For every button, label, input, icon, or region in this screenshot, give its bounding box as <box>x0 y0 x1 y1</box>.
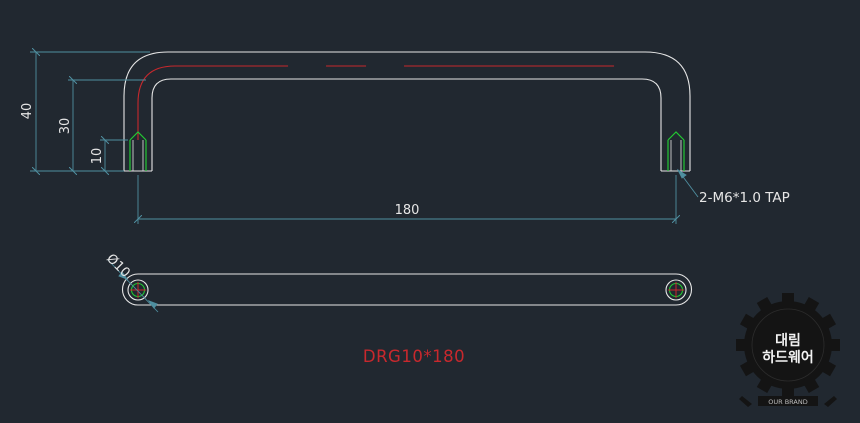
dim-label-40: 40 <box>20 103 35 120</box>
gear-tooth <box>817 358 837 377</box>
gear-tooth <box>739 313 759 332</box>
dim-label-diameter: Ø10 <box>103 251 133 281</box>
gear-tooth <box>736 339 750 351</box>
dim-label-180: 180 <box>395 203 420 218</box>
handle-centerline <box>137 65 677 140</box>
handle-top-view <box>122 273 692 306</box>
left-thread-hole <box>129 131 147 171</box>
right-end-circle <box>665 279 687 301</box>
logo-name-line1: 대림 <box>775 333 801 349</box>
tap-note: 2-M6*1.0 TAP <box>699 190 790 206</box>
dim-label-10: 10 <box>90 148 105 165</box>
logo-bottom-text: OUR BRAND <box>768 398 807 406</box>
gear-tooth <box>739 358 759 377</box>
rod-right-end <box>675 273 692 306</box>
end-hole-markers <box>130 282 684 298</box>
gear-tooth <box>801 374 820 394</box>
gear-tooth <box>782 383 794 397</box>
part-code-title: DRG10*180 <box>363 347 465 366</box>
handle-outer-outline <box>123 51 691 171</box>
gear-tooth <box>826 339 840 351</box>
gear-tooth <box>782 293 794 307</box>
gear-tooth <box>801 296 820 316</box>
dimension-lines-vertical <box>30 52 150 171</box>
gear-icon <box>736 293 840 397</box>
gear-tooth <box>756 296 775 316</box>
rod-left-end <box>122 273 139 306</box>
wrench-icon <box>739 396 837 407</box>
dimension-lines-horizontal <box>138 175 676 224</box>
gear-tooth <box>817 313 837 332</box>
dim-label-30: 30 <box>58 118 73 135</box>
diameter-leader <box>107 259 159 313</box>
right-thread-hole <box>667 131 685 171</box>
handle-inner-outline <box>151 78 662 171</box>
gear-tooth <box>756 374 775 394</box>
logo-name-line2: 하드웨어 <box>762 349 814 366</box>
handle-front-view <box>123 51 691 172</box>
company-logo: 대림 하드웨어 OUR BRAND <box>736 293 840 407</box>
tap-leader <box>676 168 699 198</box>
left-end-circle <box>127 279 149 301</box>
